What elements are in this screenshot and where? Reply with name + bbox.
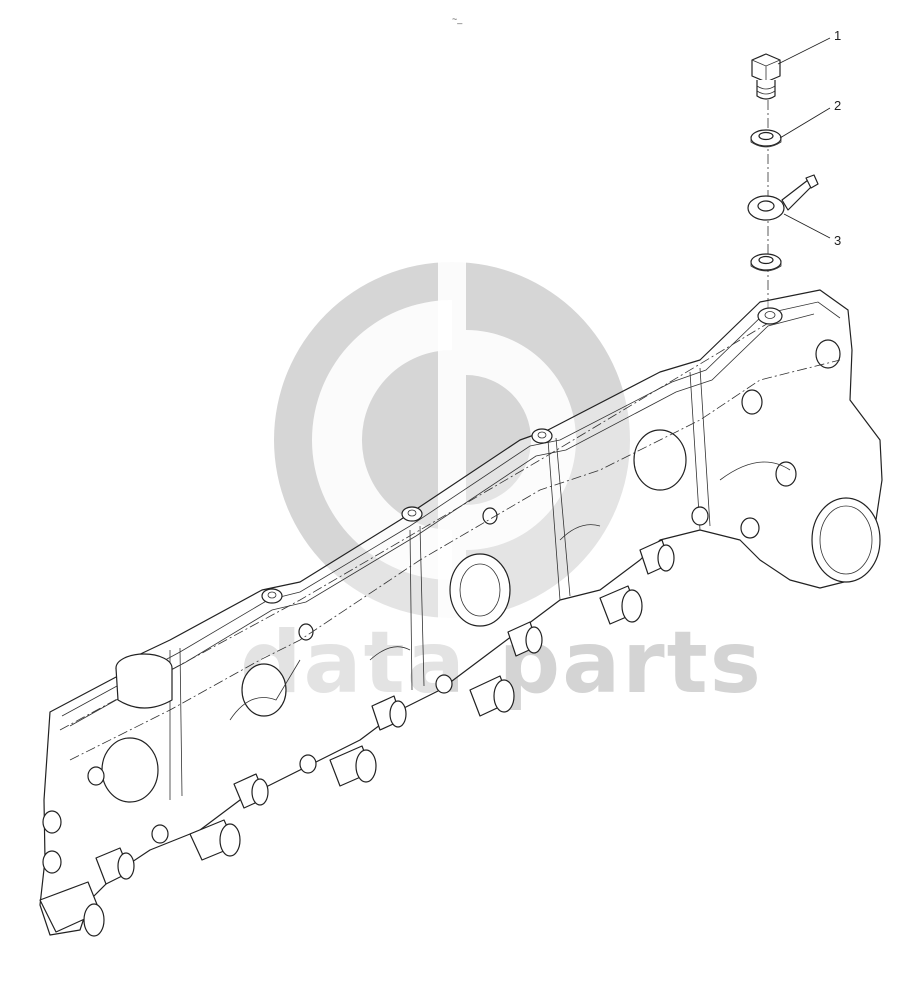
runner-stubs — [39, 539, 675, 937]
top-mark: ~_ — [452, 14, 463, 24]
banjo-fitting — [747, 174, 819, 221]
banjo-bolt — [751, 53, 781, 100]
sealing-washer-upper — [750, 129, 782, 148]
cap-boss — [115, 653, 173, 709]
flange-holes — [42, 339, 841, 874]
leader-2 — [779, 107, 831, 139]
callout-2: 2 — [834, 98, 841, 113]
leader-3 — [783, 213, 831, 239]
mounting-bosses — [261, 307, 783, 604]
callout-3: 3 — [834, 233, 841, 248]
callout-1: 1 — [834, 28, 841, 43]
exhaust-ports — [101, 429, 881, 803]
leader-1 — [777, 37, 831, 65]
sealing-washer-lower — [750, 253, 782, 272]
exhaust-manifold — [39, 289, 883, 937]
